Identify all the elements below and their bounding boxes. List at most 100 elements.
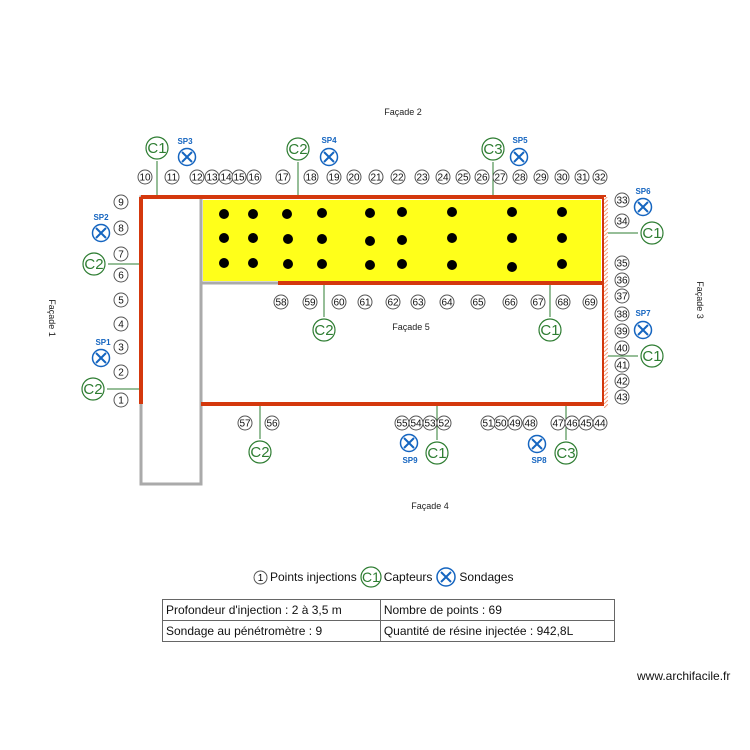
capteur: C3 bbox=[554, 441, 578, 465]
injection-dot bbox=[447, 233, 457, 243]
point-number: 61 bbox=[359, 298, 371, 309]
injection-point: 8 bbox=[113, 220, 129, 236]
injection-point: 47 bbox=[550, 415, 566, 431]
injection-point: 48 bbox=[522, 415, 538, 431]
injection-point: 17 bbox=[275, 169, 291, 185]
point-number: 10 bbox=[139, 173, 151, 184]
injection-point: 21 bbox=[368, 169, 384, 185]
injection-dot bbox=[447, 207, 457, 217]
injection-point: 25 bbox=[455, 169, 471, 185]
injection-point: 68 bbox=[555, 294, 571, 310]
injection-point: 56 bbox=[264, 415, 280, 431]
injection-point: 63 bbox=[410, 294, 426, 310]
capteur-code: C1 bbox=[147, 140, 166, 157]
injection-dot bbox=[317, 208, 327, 218]
capteur-code: C1 bbox=[540, 322, 559, 339]
capteur: C2 bbox=[248, 440, 272, 464]
point-number: 8 bbox=[118, 224, 124, 235]
sondage: SP5 bbox=[509, 136, 529, 167]
point-number: 31 bbox=[576, 173, 588, 184]
point-number: 33 bbox=[616, 196, 628, 207]
injection-point: 14 bbox=[218, 169, 234, 185]
point-number: 62 bbox=[387, 298, 399, 309]
capteur-code: C2 bbox=[83, 381, 102, 398]
sondage: SP6 bbox=[633, 187, 653, 217]
injection-dot bbox=[283, 259, 293, 269]
injection-point: 15 bbox=[231, 169, 247, 185]
wall-hatch bbox=[604, 197, 608, 408]
injection-dot bbox=[365, 236, 375, 246]
injection-point: 19 bbox=[326, 169, 342, 185]
injection-point: 33 bbox=[614, 192, 630, 208]
sondage: SP4 bbox=[319, 136, 339, 167]
injection-point: 64 bbox=[439, 294, 455, 310]
point-number: 11 bbox=[167, 173, 178, 184]
injection-dot bbox=[248, 258, 258, 268]
point-number: 26 bbox=[476, 173, 488, 184]
site-credit: www.archifacile.fr bbox=[637, 669, 731, 683]
capteur: C2 bbox=[286, 137, 310, 161]
point-number: 68 bbox=[557, 298, 569, 309]
injection-point: 50 bbox=[493, 415, 509, 431]
points-count: Nombre de points : 69 bbox=[379, 599, 616, 621]
point-number: 64 bbox=[441, 298, 453, 309]
point-number: 32 bbox=[594, 173, 606, 184]
point-number: 55 bbox=[396, 419, 408, 430]
info-row: Sondage au pénétromètre : 9 Quantité de … bbox=[162, 620, 616, 642]
leader-lines bbox=[107, 161, 638, 440]
point-number: 28 bbox=[514, 173, 526, 184]
point-number: 7 bbox=[118, 250, 124, 261]
info-row: Profondeur d'injection : 2 à 3,5 m Nombr… bbox=[162, 599, 616, 621]
point-number: 25 bbox=[457, 173, 469, 184]
point-number: 4 bbox=[118, 320, 124, 331]
injection-point: 65 bbox=[470, 294, 486, 310]
point-number: 27 bbox=[494, 173, 506, 184]
injection-dot bbox=[317, 259, 327, 269]
point-number: 19 bbox=[328, 173, 340, 184]
capteur-code: C2 bbox=[288, 141, 307, 158]
injection-dot bbox=[365, 208, 375, 218]
injection-dot bbox=[248, 233, 258, 243]
capteur-code: C1 bbox=[642, 348, 661, 365]
injection-point: 42 bbox=[614, 373, 630, 389]
injection-point: 31 bbox=[574, 169, 590, 185]
injection-dot bbox=[507, 233, 517, 243]
injection-dot bbox=[219, 258, 229, 268]
injection-point: 28 bbox=[512, 169, 528, 185]
point-number: 24 bbox=[437, 173, 449, 184]
injection-point: 34 bbox=[614, 213, 630, 229]
point-number: 20 bbox=[348, 173, 360, 184]
injection-point: 54 bbox=[408, 415, 424, 431]
injection-dot bbox=[248, 209, 258, 219]
legend-points-label: Points injections bbox=[270, 570, 357, 584]
point-number: 13 bbox=[206, 173, 218, 184]
legend-capteur-code: C1 bbox=[362, 569, 380, 585]
capteur: C1 bbox=[425, 441, 449, 465]
sondage-label: SP2 bbox=[93, 213, 109, 222]
point-number: 45 bbox=[580, 419, 592, 430]
facade-left-label: Façade 1 bbox=[47, 299, 57, 337]
injection-point: 69 bbox=[582, 294, 598, 310]
injection-point: 4 bbox=[113, 316, 129, 332]
injection-point: 55 bbox=[394, 415, 410, 431]
injection-dot bbox=[557, 233, 567, 243]
sondage-label: SP7 bbox=[635, 309, 651, 318]
sondage-label: SP8 bbox=[531, 456, 547, 465]
legend: 1 Points injections C1 Capteurs Sondages bbox=[253, 566, 516, 588]
point-number: 53 bbox=[424, 419, 436, 430]
facade-bottom-label: Façade 4 bbox=[411, 501, 449, 511]
point-number: 59 bbox=[304, 298, 316, 309]
sondage-label: SP4 bbox=[321, 136, 337, 145]
injection-point: 44 bbox=[592, 415, 608, 431]
point-number: 2 bbox=[118, 368, 124, 379]
point-number: 46 bbox=[566, 419, 578, 430]
injection-dots bbox=[219, 207, 567, 272]
legend-capteur-icon: C1 bbox=[360, 566, 382, 588]
legend-sondages-label: Sondages bbox=[459, 570, 514, 584]
sondage: SP7 bbox=[633, 309, 653, 340]
injection-point: 58 bbox=[273, 294, 289, 310]
